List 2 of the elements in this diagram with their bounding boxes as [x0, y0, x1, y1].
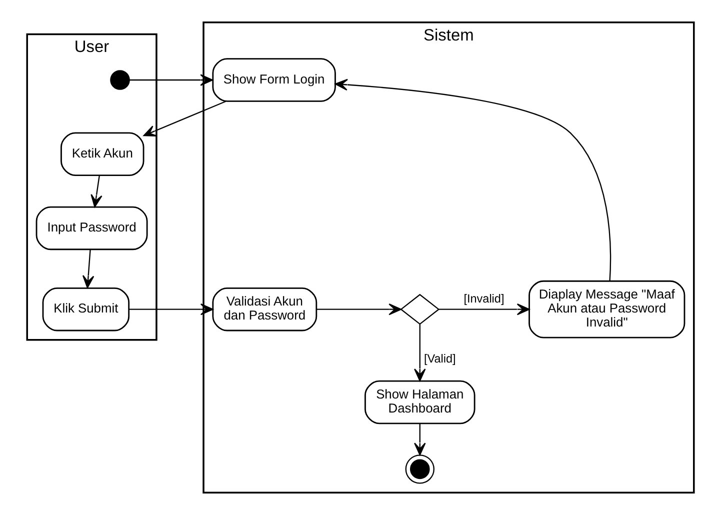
edge-label: [Invalid]	[464, 292, 504, 306]
edge-label: [Valid]	[424, 352, 456, 366]
